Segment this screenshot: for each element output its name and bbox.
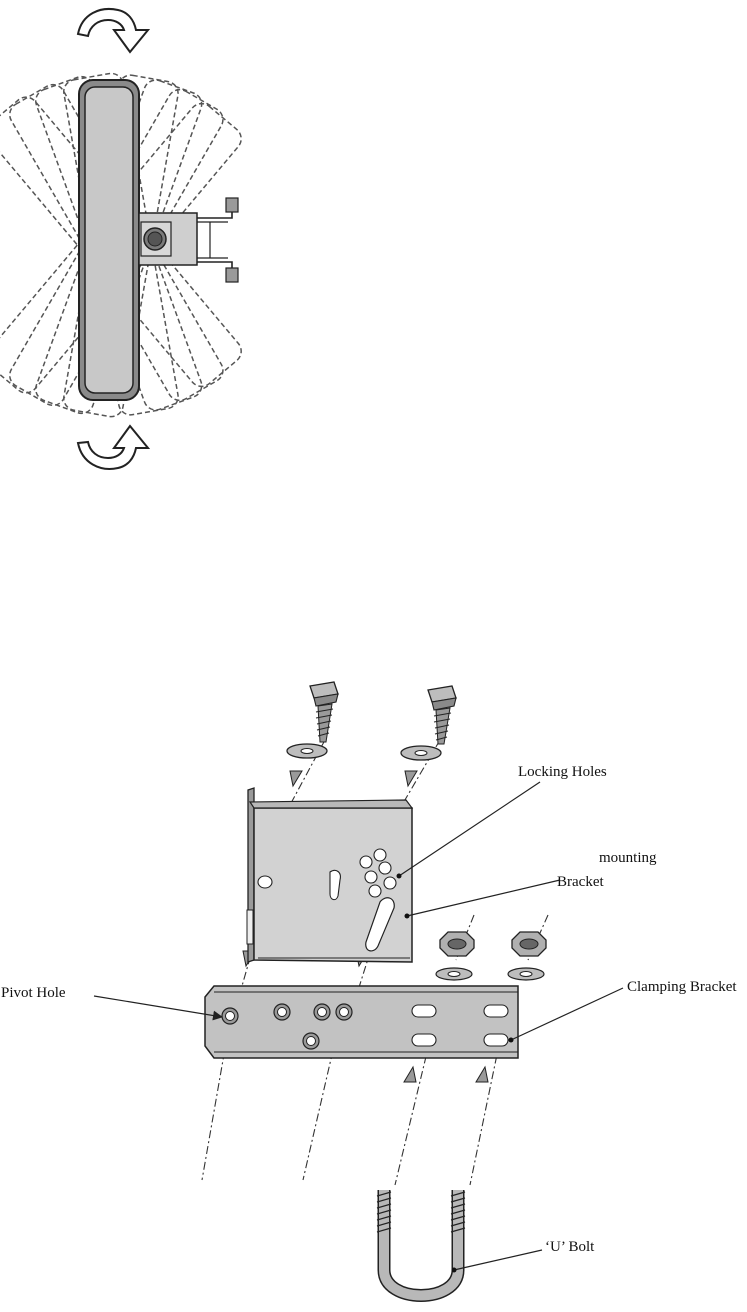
u-bolt [377,1190,465,1296]
hex-nut-left [436,932,474,980]
label-mounting: mounting [599,850,657,867]
label-u-bolt: ‘U’ Bolt [545,1239,594,1256]
side-mount-bracket [139,198,238,282]
mounting-bracket-plate [247,788,412,962]
antenna-tilt-figure [0,9,246,469]
label-locking-holes: Locking Holes [518,764,607,781]
rotate-arrow-top-icon [78,9,148,52]
hex-bolt-right [401,686,456,760]
rotate-arrow-bottom-icon [78,426,148,469]
hex-nut-right [508,932,546,980]
hex-bolt-left [287,682,338,758]
label-clamping-bracket: Clamping Bracket [627,979,737,996]
label-pivot-hole: Pivot Hole [1,985,66,1002]
label-bracket: Bracket [557,874,604,891]
antenna-panel [79,80,139,400]
clamping-bracket-plate [205,986,518,1058]
